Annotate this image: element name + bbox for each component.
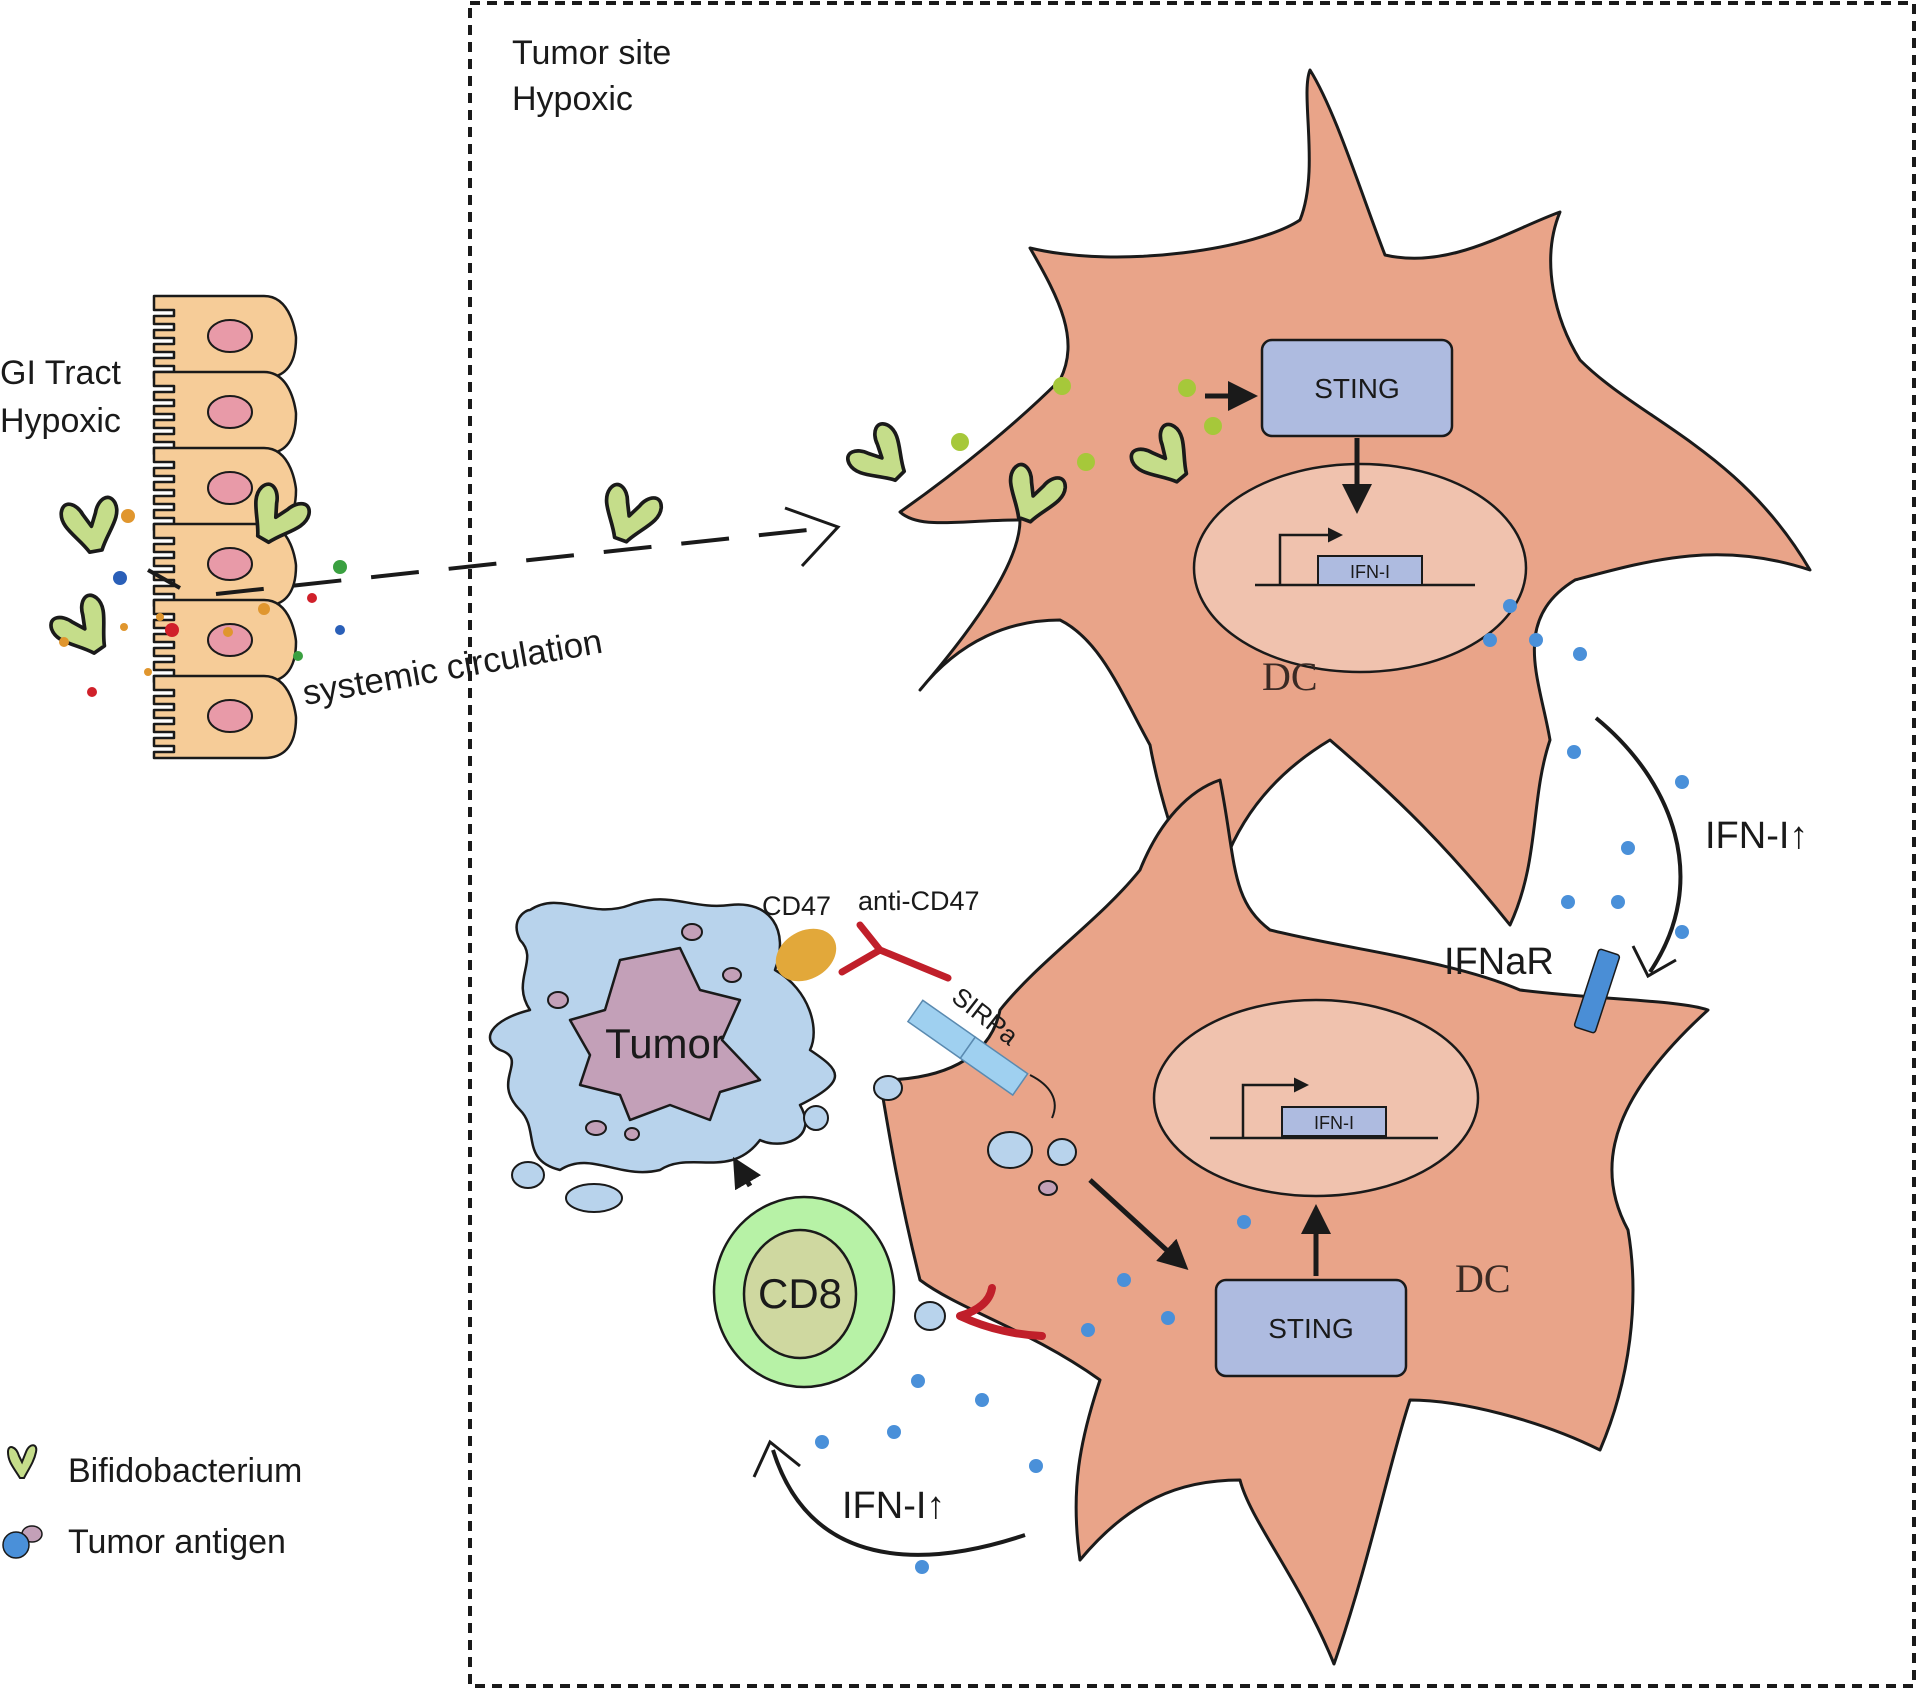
ifn-secretion-arrowhead-bottom (752, 1439, 801, 1478)
ifn-secretion-arrow-bottom (771, 1449, 1026, 1557)
cd8-to-tumor-arrow (732, 1156, 762, 1191)
sting-ligand-dots (951, 377, 1222, 471)
sirpa-tether-line (1029, 1074, 1056, 1119)
ifnar-label: IFNaR (1444, 941, 1554, 983)
gi-tract-hypoxic-label: Hypoxic (0, 402, 121, 440)
ifn-up-label-right: IFN-I↑ (1705, 815, 1808, 857)
ifn-gene-label-bottom: IFN-I (1314, 1113, 1354, 1133)
sting-label-top: STING (1314, 373, 1400, 404)
cd47-protein (775, 928, 837, 982)
bifidobacterium-icon (842, 418, 922, 498)
ifn-up-label-bottom: IFN-I↑ (842, 1485, 945, 1527)
tumor-site-hypoxic-label: Hypoxic (512, 80, 633, 118)
bifidobacterium-icon (592, 480, 667, 551)
legend-item-tumor-antigen: Tumor antigen (2, 1523, 286, 1561)
cd8-nucleus (742, 1228, 858, 1360)
ifn-dots-right (1483, 599, 1689, 939)
ifn-gene-box-top (1317, 555, 1423, 586)
tumor-antigen-icon (2, 1525, 43, 1559)
nucleus-bottom (1152, 998, 1480, 1198)
dc-label-bottom: DC (1455, 1256, 1511, 1301)
promoter-arrow-bottom (1241, 1077, 1309, 1138)
sting-label-bottom: STING (1268, 1313, 1354, 1344)
cd8-label: CD8 (758, 1270, 842, 1317)
systemic-circulation-label: systemic circulation (300, 622, 606, 713)
systemic-circulation-arrowhead (784, 506, 841, 568)
gi-tract-label: GI Tract (0, 354, 121, 392)
tumor-label: Tumor (605, 1020, 725, 1067)
bifidobacterium-icon (57, 494, 126, 558)
sting-box-top (1260, 338, 1454, 438)
dc-label-top: DC (1262, 654, 1318, 699)
tumor-antigen-fragments (511, 923, 903, 1213)
dendritic-cell-bottom (878, 778, 1710, 1666)
promoter-arrow-top (1278, 527, 1343, 585)
fc-receptor (956, 1284, 1046, 1340)
ifnar-receptor (1573, 948, 1621, 1034)
bifidobacterium-icon (45, 589, 125, 668)
sting-box-bottom (1214, 1278, 1408, 1378)
legend-item-bifidobacterium: Bifidobacterium (6, 1444, 302, 1490)
legend: Bifidobacterium Tumor antigen (2, 1444, 302, 1561)
anti-cd47-antibody (838, 921, 952, 982)
cd47-label: CD47 (762, 891, 831, 921)
tumor-cell-inner (568, 946, 762, 1122)
bifidobacterium-icon (6, 1444, 38, 1479)
systemic-circulation-arrow (215, 525, 836, 596)
tumor-site-frame (468, 1, 1916, 1688)
engulfed-antigens (914, 1131, 1077, 1331)
ifn-gene-box-bottom (1281, 1106, 1387, 1137)
legend-label-bifidobacterium: Bifidobacterium (68, 1452, 302, 1490)
anti-cd47-label: anti-CD47 (858, 886, 980, 916)
tumor-site-label: Tumor site (512, 34, 671, 72)
ifn-secretion-arrowhead-right (1631, 945, 1677, 979)
antigen-to-sting-arrow (1088, 1178, 1189, 1271)
legend-label-tumor-antigen: Tumor antigen (68, 1523, 286, 1561)
ifn-dots-bottom (815, 1215, 1251, 1574)
gi-metabolite-dots (59, 509, 347, 697)
ifn-gene-label-top: IFN-I (1350, 562, 1390, 582)
sirpa-receptor (906, 999, 1029, 1097)
ifn-secretion-arrow-right (1594, 716, 1683, 974)
